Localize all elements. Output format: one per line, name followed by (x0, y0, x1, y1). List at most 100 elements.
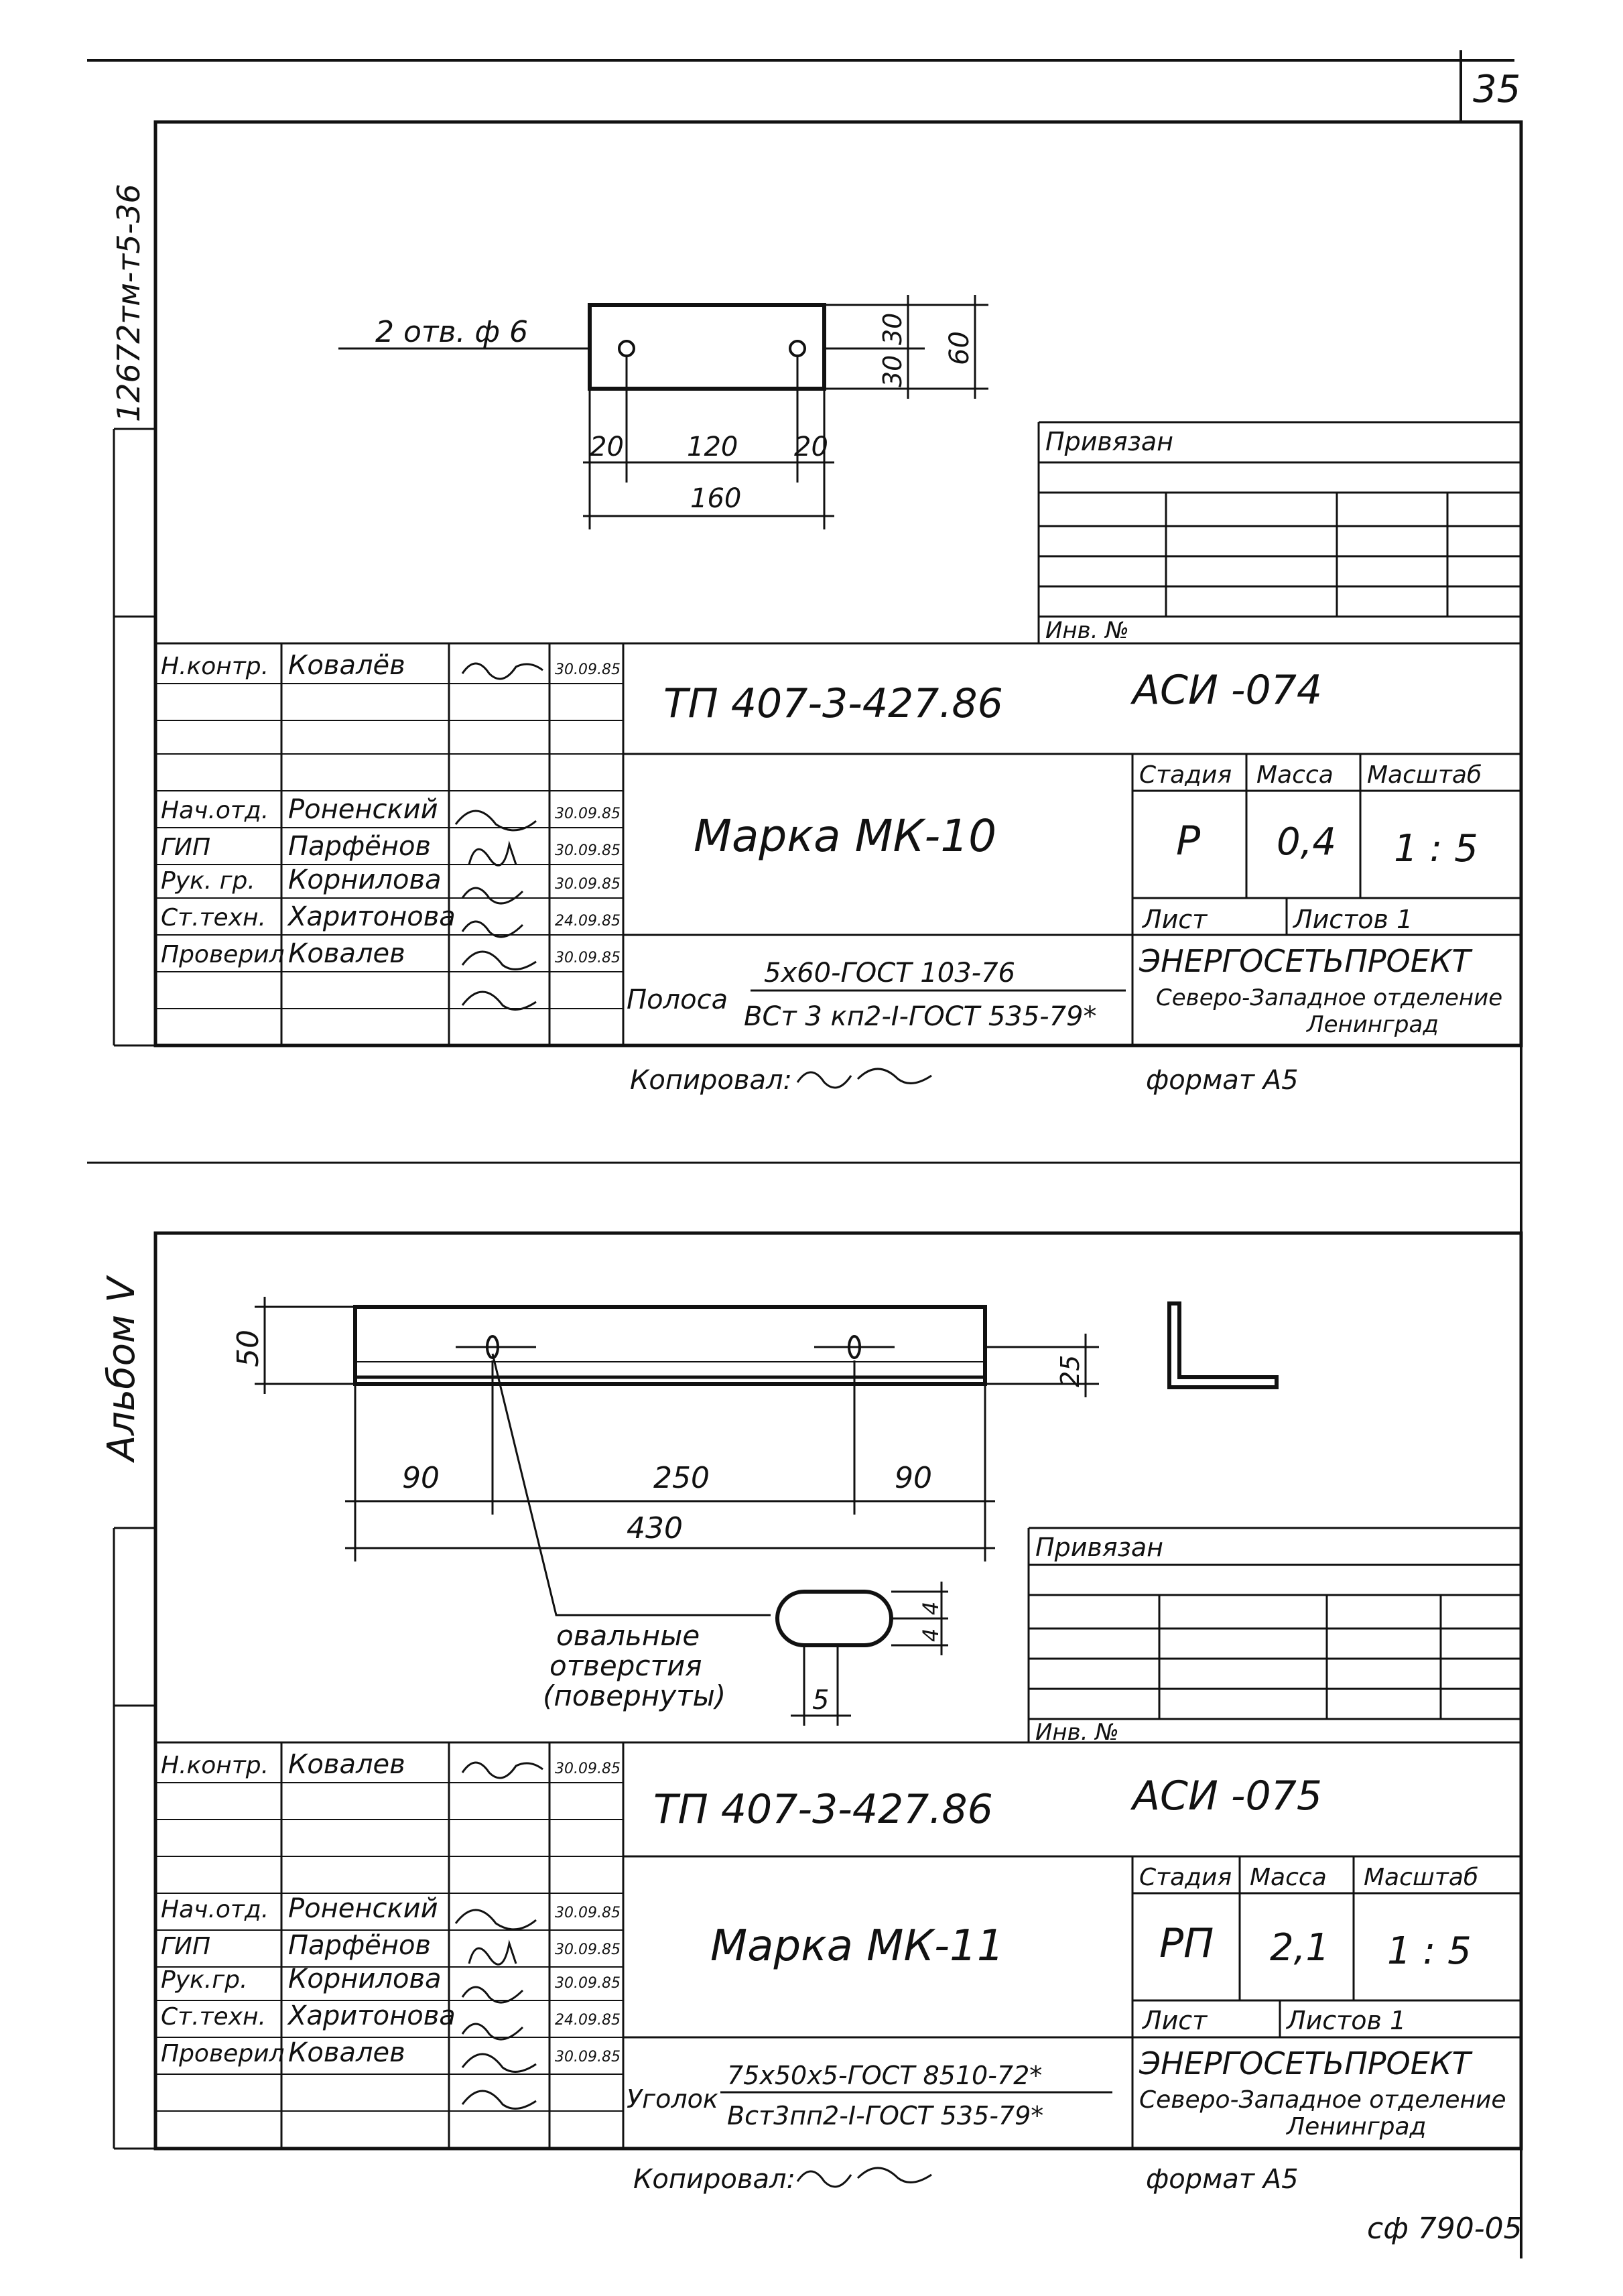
sheet1-org-branch: Северо-Западное отделение (1156, 984, 1502, 1011)
sheet2-privyazan-label: Привязан (1035, 1533, 1163, 1562)
sheet2-header-stage: Стадия (1139, 1864, 1232, 1891)
sheet2-material-prefix: Уголок (627, 2084, 718, 2114)
sig-name: Ковалев (288, 2037, 405, 2068)
dim-20-left: 20 (590, 432, 624, 462)
sheet2-part-title: Марка МК-11 (710, 1921, 1004, 1971)
sheet1-format: формат А5 (1146, 1065, 1299, 1096)
sig-date: 30.09.85 (555, 1761, 621, 1777)
sig-role: Н.контр. (161, 1752, 269, 1779)
sig-date: 30.09.85 (555, 842, 621, 859)
sig-date: 30.09.85 (555, 661, 621, 678)
sheet1-signature-marks (454, 662, 543, 1011)
dim-60: 60 (944, 331, 975, 365)
sig-role: Проверил (161, 2040, 285, 2067)
slot-note-line3: (повернуты) (543, 1679, 726, 1712)
sheet1-frame (153, 120, 1523, 1047)
sheet1-privyazan-block (1037, 421, 1521, 643)
sheet1-title-block (155, 642, 1521, 1045)
sheet1-material-line2: ВСт 3 кп2-I-ГОСТ 535-79* (744, 1001, 1097, 1032)
dim-90-left: 90 (402, 1461, 440, 1495)
sheet2-title-block (155, 1741, 1521, 2149)
dim-30-bottom: 30 (878, 355, 907, 387)
sheet2-mass: 2,1 (1270, 1926, 1329, 1970)
sig-name: Парфёнов (288, 1930, 431, 1961)
slot-detail (775, 1590, 893, 1647)
sig-role: Ст.техн. (161, 904, 266, 932)
sheet1-sheets-label: Листов 1 (1292, 905, 1413, 934)
sheet2-angle-drawing: 50 25 90 250 90 430 4 4 5 овальные отвер… (231, 1297, 1279, 1726)
sheet2-header-scale: Масштаб (1364, 1864, 1478, 1891)
sig-name: Корнилова (288, 1964, 442, 1994)
sheet1-stage: Р (1176, 818, 1201, 865)
dim-4-bottom: 4 (918, 1629, 944, 1642)
sig-role: Рук.гр. (161, 1966, 247, 1994)
sig-name: Корнилова (288, 865, 442, 895)
sheet1-copied: Копировал: (630, 1065, 792, 1096)
sheet2-org-city: Ленинград (1285, 2113, 1426, 2141)
sig-name: Харитонова (287, 2000, 456, 2031)
sheet2-signature-marks (454, 1761, 543, 2110)
dim-20-right: 20 (794, 432, 828, 462)
sig-name: Ковалёв (288, 650, 405, 681)
sig-name: Роненский (288, 794, 438, 825)
angle-dimension-lines (255, 1297, 1099, 1561)
plate-dimension-lines (583, 295, 988, 529)
slot-note-line1: овальные (556, 1619, 700, 1652)
sig-name: Ковалев (288, 1749, 405, 1780)
dim-120: 120 (687, 432, 738, 462)
sheet1-org-city: Ленинград (1305, 1011, 1439, 1038)
slot-leader (491, 1353, 771, 1616)
sig-role: ГИП (161, 1933, 210, 1960)
sheet1-binding-strip (113, 428, 155, 1047)
sheet1-privyazan-label: Привязан (1045, 427, 1173, 456)
dim-90-right: 90 (895, 1461, 932, 1495)
sig-date: 30.09.85 (555, 2049, 621, 2065)
sheet1-header-stage: Стадия (1139, 761, 1232, 789)
sig-name: Парфёнов (288, 831, 431, 862)
sig-name: Роненский (288, 1893, 438, 1924)
dim-25: 25 (1055, 1355, 1085, 1387)
sheet2-scale: 1 : 5 (1387, 1929, 1472, 1973)
sheet2-format: формат А5 (1146, 2164, 1299, 2195)
sig-role: Ст.техн. (161, 2003, 266, 2031)
sig-date: 30.09.85 (555, 1975, 621, 1992)
sig-date: 30.09.85 (555, 876, 621, 893)
sheet1-header-scale: Масштаб (1367, 761, 1482, 789)
sig-role: Нач.отд. (161, 797, 269, 824)
sig-date: 30.09.85 (555, 1941, 621, 1958)
angle-outline (353, 1305, 987, 1386)
dim-4-top: 4 (918, 1602, 944, 1615)
sig-role: Н.контр. (161, 653, 269, 680)
sheet1-material-prefix: Полоса (627, 984, 728, 1015)
sig-role: Рук. гр. (161, 867, 255, 895)
dim-5: 5 (812, 1685, 829, 1716)
sheet1-scale: 1 : 5 (1394, 827, 1478, 871)
sig-name: Ковалев (288, 938, 405, 969)
album-label: Альбом V (100, 1275, 143, 1463)
sig-date: 30.09.85 (555, 950, 621, 966)
dim-30-top: 30 (878, 313, 907, 345)
sig-name: Харитонова (287, 901, 456, 932)
sheet2-stage: РП (1159, 1920, 1214, 1967)
holes-label: 2 отв. ф 6 (375, 315, 528, 349)
sheet2-sheet-code: АСИ -075 (1130, 1773, 1322, 1820)
sheet2-list-label: Лист (1141, 2006, 1208, 2035)
sheet2-copied: Копировал: (633, 2164, 795, 2195)
sheet-number: 35 (1473, 68, 1520, 111)
slot-dimension-lines (791, 1582, 948, 1726)
sheet2-binding-strip (113, 1527, 155, 2150)
sheet1-sheet-code: АСИ -074 (1130, 667, 1322, 714)
sig-role: ГИП (161, 834, 210, 861)
sig-date: 24.09.85 (555, 913, 621, 930)
sheet1-copied-signature (796, 1068, 932, 1089)
sheet2-material-line2: Вст3пп2-I-ГОСТ 535-79* (727, 2101, 1043, 2130)
sig-date: 24.09.85 (555, 2012, 621, 2029)
hole-right (789, 340, 806, 357)
sig-role: Проверил (161, 941, 285, 968)
dim-50: 50 (231, 1330, 265, 1367)
sig-date: 30.09.85 (555, 806, 621, 822)
sig-date: 30.09.85 (555, 1905, 621, 1921)
side-code: 12672тм-т5-36 (111, 184, 147, 422)
